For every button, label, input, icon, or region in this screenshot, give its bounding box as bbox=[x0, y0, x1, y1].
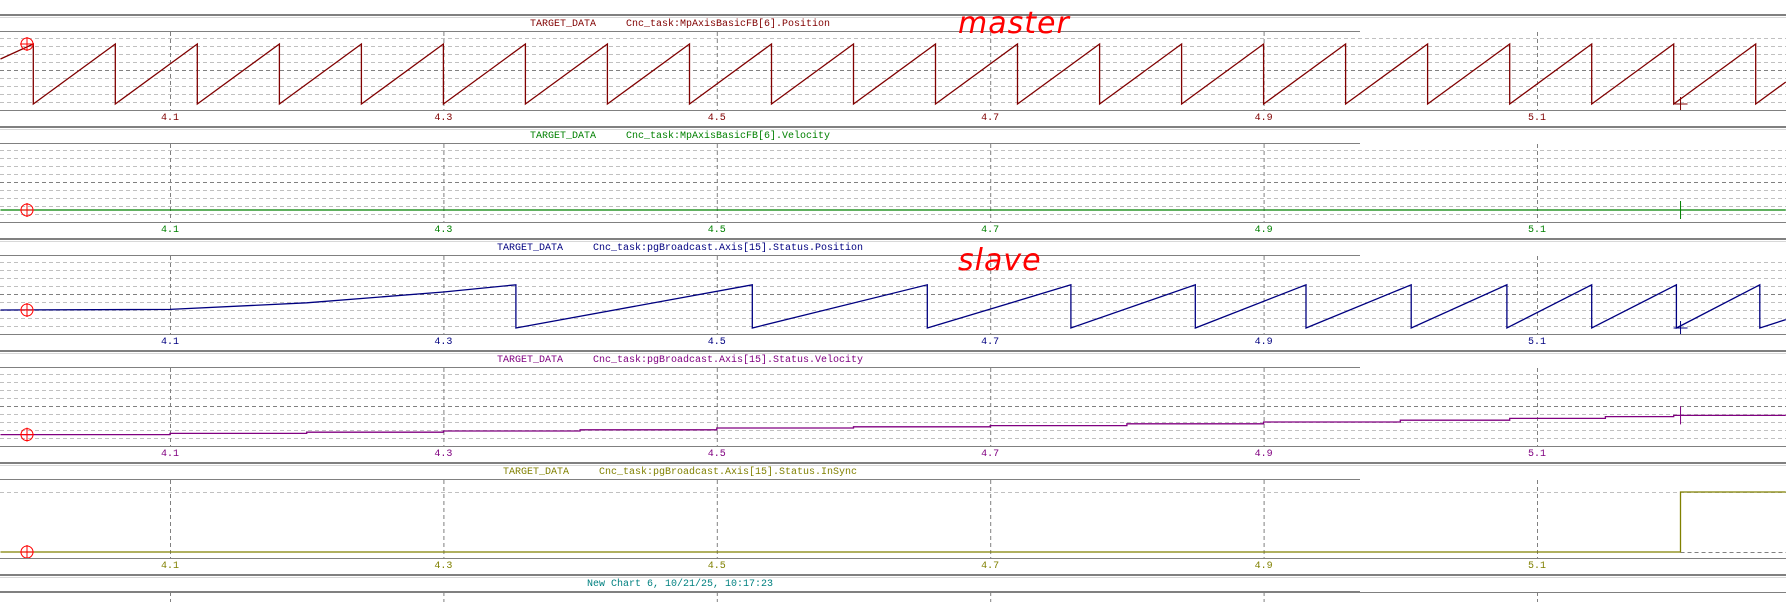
panel-variable: Cnc_task:MpAxisBasicFB[6].Position bbox=[625, 19, 831, 30]
panel-title: TARGET_DATA Cnc_task:pgBroadcast.Axis[15… bbox=[0, 354, 1360, 368]
panel-variable: Cnc_task:pgBroadcast.Axis[15].Status.Pos… bbox=[592, 243, 864, 254]
footer-plot-area bbox=[0, 592, 1786, 602]
annotation-slave: slave bbox=[958, 243, 1042, 278]
series-line-slave-insync bbox=[0, 491, 1786, 553]
x-tick-label: 4.7 bbox=[981, 561, 1000, 572]
cursor-marker[interactable] bbox=[1673, 97, 1688, 110]
x-tick-label: 4.3 bbox=[434, 337, 453, 348]
x-tick-label: 4.9 bbox=[1254, 225, 1273, 236]
panel-separator bbox=[0, 350, 1786, 354]
plot-svg bbox=[0, 368, 1786, 446]
panel-variable: Cnc_task:MpAxisBasicFB[6].Velocity bbox=[625, 131, 831, 142]
x-axis: 4.1 4.3 4.5 4.7 4.9 5.1 bbox=[0, 558, 1786, 574]
panel-separator bbox=[0, 462, 1786, 466]
x-tick-label: 4.7 bbox=[981, 113, 1000, 124]
plot-area[interactable] bbox=[0, 144, 1786, 222]
trace-chart[interactable]: TARGET_DATA Cnc_task:MpAxisBasicFB[6].Po… bbox=[0, 14, 1786, 574]
x-tick-label: 4.7 bbox=[981, 337, 1000, 348]
x-tick-label: 4.9 bbox=[1254, 337, 1273, 348]
panel-variable: Cnc_task:pgBroadcast.Axis[15].Status.Vel… bbox=[592, 355, 864, 366]
x-tick-label: 4.7 bbox=[981, 449, 1000, 460]
x-tick-label: 5.1 bbox=[1527, 449, 1547, 460]
chart-footer-title: New Chart 6, 10/21/25, 10:17:23 bbox=[0, 578, 1360, 592]
plot-svg bbox=[0, 32, 1786, 110]
panel-title: TARGET_DATA Cnc_task:MpAxisBasicFB[6].Po… bbox=[0, 18, 1360, 32]
panel-master-position[interactable]: TARGET_DATA Cnc_task:MpAxisBasicFB[6].Po… bbox=[0, 14, 1786, 126]
footer-plot-svg bbox=[0, 592, 1786, 602]
x-axis: 4.1 4.3 4.5 4.7 4.9 5.1 bbox=[0, 446, 1786, 462]
panel-title: TARGET_DATA Cnc_task:pgBroadcast.Axis[15… bbox=[0, 466, 1360, 480]
x-tick-label: 4.3 bbox=[434, 449, 453, 460]
x-tick-label: 4.3 bbox=[434, 561, 453, 572]
panel-source: TARGET_DATA bbox=[529, 131, 596, 142]
panel-separator bbox=[0, 238, 1786, 242]
x-axis: 4.1 4.3 4.5 4.7 4.9 5.1 bbox=[0, 222, 1786, 238]
panel-separator bbox=[0, 574, 1786, 578]
panel-source: TARGET_DATA bbox=[502, 467, 569, 478]
series-line-slave-velocity bbox=[0, 414, 1786, 436]
cursor-marker[interactable] bbox=[1673, 321, 1688, 334]
plot-svg bbox=[0, 256, 1786, 334]
x-tick-label: 4.1 bbox=[160, 561, 180, 572]
x-tick-label: 4.1 bbox=[160, 337, 180, 348]
x-tick-label: 4.3 bbox=[434, 113, 453, 124]
x-tick-label: 4.5 bbox=[707, 113, 726, 124]
x-tick-label: 4.1 bbox=[160, 449, 180, 460]
series-line-master-position bbox=[0, 42, 1786, 106]
plot-area[interactable] bbox=[0, 256, 1786, 334]
x-tick-label: 5.1 bbox=[1527, 561, 1547, 572]
panel-slave-velocity[interactable]: TARGET_DATA Cnc_task:pgBroadcast.Axis[15… bbox=[0, 350, 1786, 462]
series-line-slave-position bbox=[0, 283, 1786, 330]
plot-area[interactable] bbox=[0, 32, 1786, 110]
crosshair-circle-icon[interactable] bbox=[20, 37, 34, 51]
top-margin bbox=[0, 0, 1786, 14]
panel-slave-insync[interactable]: TARGET_DATA Cnc_task:pgBroadcast.Axis[15… bbox=[0, 462, 1786, 574]
x-tick-label: 5.1 bbox=[1527, 113, 1547, 124]
x-tick-label: 4.9 bbox=[1254, 449, 1273, 460]
x-axis: 4.1 4.3 4.5 4.7 4.9 5.1 bbox=[0, 110, 1786, 126]
panel-source: TARGET_DATA bbox=[529, 19, 596, 30]
plot-svg bbox=[0, 480, 1786, 558]
x-tick-label: 4.5 bbox=[707, 225, 726, 236]
x-tick-label: 4.1 bbox=[160, 113, 180, 124]
plot-svg bbox=[0, 144, 1786, 222]
x-tick-label: 4.5 bbox=[707, 449, 726, 460]
x-tick-label: 4.9 bbox=[1254, 561, 1273, 572]
panel-master-velocity[interactable]: TARGET_DATA Cnc_task:MpAxisBasicFB[6].Ve… bbox=[0, 126, 1786, 238]
panel-separator bbox=[0, 126, 1786, 130]
x-axis: 4.1 4.3 4.5 4.7 4.9 5.1 bbox=[0, 334, 1786, 350]
panel-source: TARGET_DATA bbox=[496, 243, 563, 254]
plot-area[interactable] bbox=[0, 480, 1786, 558]
x-tick-label: 4.9 bbox=[1254, 113, 1273, 124]
crosshair-circle-icon[interactable] bbox=[20, 303, 34, 317]
panel-variable: Cnc_task:pgBroadcast.Axis[15].Status.InS… bbox=[598, 467, 858, 478]
x-tick-label: 4.5 bbox=[707, 337, 726, 348]
panel-title: TARGET_DATA Cnc_task:MpAxisBasicFB[6].Ve… bbox=[0, 130, 1360, 144]
plot-area[interactable] bbox=[0, 368, 1786, 446]
x-tick-label: 5.1 bbox=[1527, 225, 1547, 236]
panel-source: TARGET_DATA bbox=[496, 355, 563, 366]
panel-separator bbox=[0, 14, 1786, 18]
panel-slave-position[interactable]: TARGET_DATA Cnc_task:pgBroadcast.Axis[15… bbox=[0, 238, 1786, 350]
x-tick-label: 4.5 bbox=[707, 561, 726, 572]
x-tick-label: 4.7 bbox=[981, 225, 1000, 236]
x-tick-label: 4.3 bbox=[434, 225, 453, 236]
panel-title: TARGET_DATA Cnc_task:pgBroadcast.Axis[15… bbox=[0, 242, 1360, 256]
crosshair-circle-icon[interactable] bbox=[20, 545, 34, 558]
annotation-master: master bbox=[958, 6, 1070, 41]
x-tick-label: 5.1 bbox=[1527, 337, 1547, 348]
crosshair-circle-icon[interactable] bbox=[20, 427, 34, 442]
crosshair-circle-icon[interactable] bbox=[20, 203, 34, 217]
x-tick-label: 4.1 bbox=[160, 225, 180, 236]
